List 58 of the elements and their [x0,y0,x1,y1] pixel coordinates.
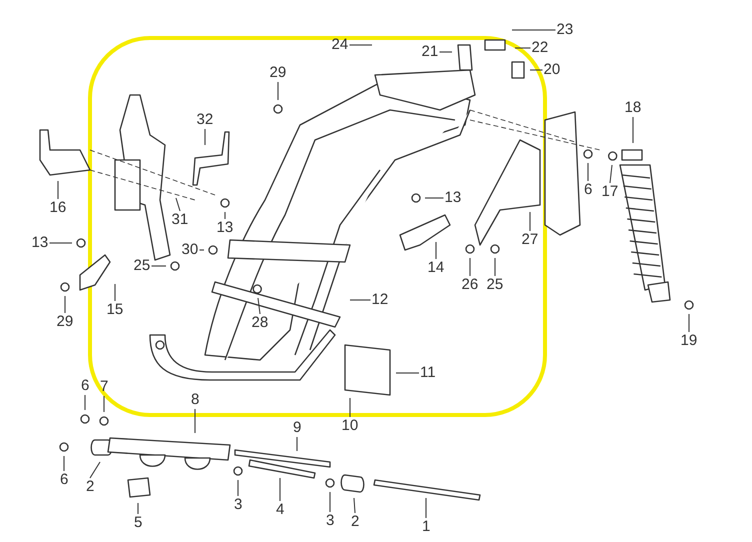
callout-number: 8 [191,392,200,408]
callout-number: 13 [216,220,234,236]
callout-number: 29 [56,314,74,330]
leader-line [90,462,100,478]
callout-number: 3 [326,513,334,529]
leader-line [224,212,226,220]
leader-line [176,198,180,212]
callout-number: 16 [50,200,66,216]
callout-number: 25 [486,277,504,293]
callout-number: 27 [522,232,538,248]
callout-number: 30 [182,242,198,258]
callout-number: 6 [81,378,90,394]
callout-number: 17 [602,184,618,200]
callout-number: 18 [624,100,642,116]
callout-number: 10 [342,418,358,434]
callout-number: 15 [106,302,124,318]
callout-number: 25 [134,258,150,274]
callout-number: 29 [270,65,286,81]
callout-number: 26 [462,277,478,293]
callout-number: 6 [584,182,592,198]
callout-number: 1 [422,519,430,535]
leader-line [84,394,86,410]
leader-line [296,436,298,452]
callout-number: 23 [556,22,574,38]
callout-number: 3 [234,497,242,513]
leader-line [258,298,260,314]
callout-number: 13 [32,235,48,251]
callout-number: 11 [420,365,436,381]
callout-number: 2 [351,514,360,530]
callout-number: 19 [680,333,698,349]
leader-line [688,314,690,332]
leader-line [49,242,72,244]
leader-line [494,258,496,276]
leader-line [204,128,206,146]
callout-number: 31 [172,212,188,228]
callout-number: 9 [293,420,302,436]
callout-number: 2 [86,479,94,495]
callout-number: 24 [332,37,348,53]
callout-number: 32 [196,112,214,128]
callout-number: 6 [60,472,68,488]
leader-line [354,498,356,514]
callout-number: 22 [532,40,548,56]
callout-number: 20 [544,62,560,78]
callout-number: 5 [134,515,142,531]
leader-line [114,284,116,302]
callout-number: 21 [422,44,438,60]
callout-number: 4 [276,502,284,518]
leader-line [349,44,372,46]
leader-line [610,164,612,184]
leader-line [64,296,66,314]
callout-number: 28 [252,315,268,331]
callout-number: 7 [100,379,108,395]
leader-line [396,372,420,374]
callout-number: 12 [372,292,388,308]
leader-line [194,408,196,434]
leader-line [632,116,634,144]
callout-number: 13 [444,190,462,206]
callout-number: 14 [428,260,444,276]
